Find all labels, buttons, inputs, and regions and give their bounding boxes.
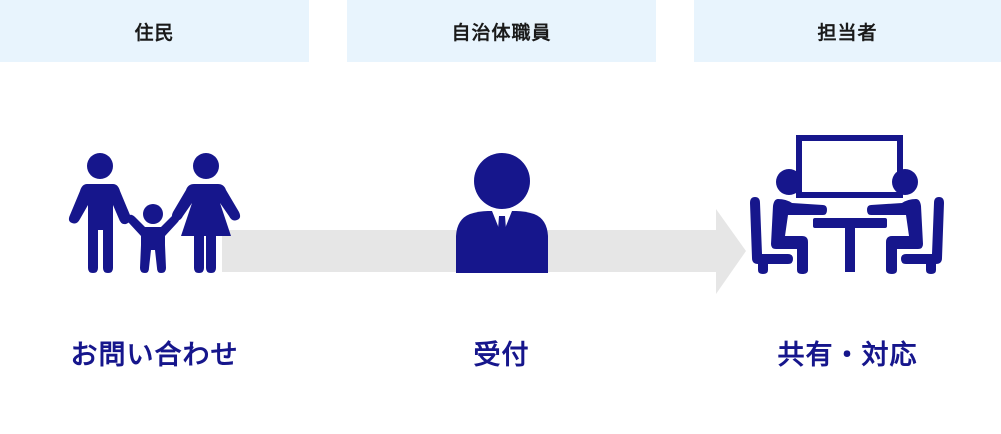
step-label-share-respond: 共有・対応 [694,330,1001,374]
family-icon [68,153,241,273]
step-label-inquiry: お問い合わせ [0,330,309,374]
header-municipal-staff: 自治体職員 [347,0,656,62]
header-person-in-charge: 担当者 [694,0,1001,62]
step-label-share-respond-text: 共有・対応 [777,339,918,371]
step-label-reception-text: 受付 [473,339,530,371]
header-municipal-staff-label: 自治体職員 [451,21,552,44]
header-residents: 住民 [0,0,309,62]
header-person-in-charge-label: 担当者 [817,21,878,44]
header-residents-label: 住民 [134,21,175,44]
staff-person-icon [456,153,548,273]
step-label-reception: 受付 [347,330,656,374]
step-label-inquiry-text: お問い合わせ [70,339,239,371]
meeting-table-icon [750,135,944,274]
